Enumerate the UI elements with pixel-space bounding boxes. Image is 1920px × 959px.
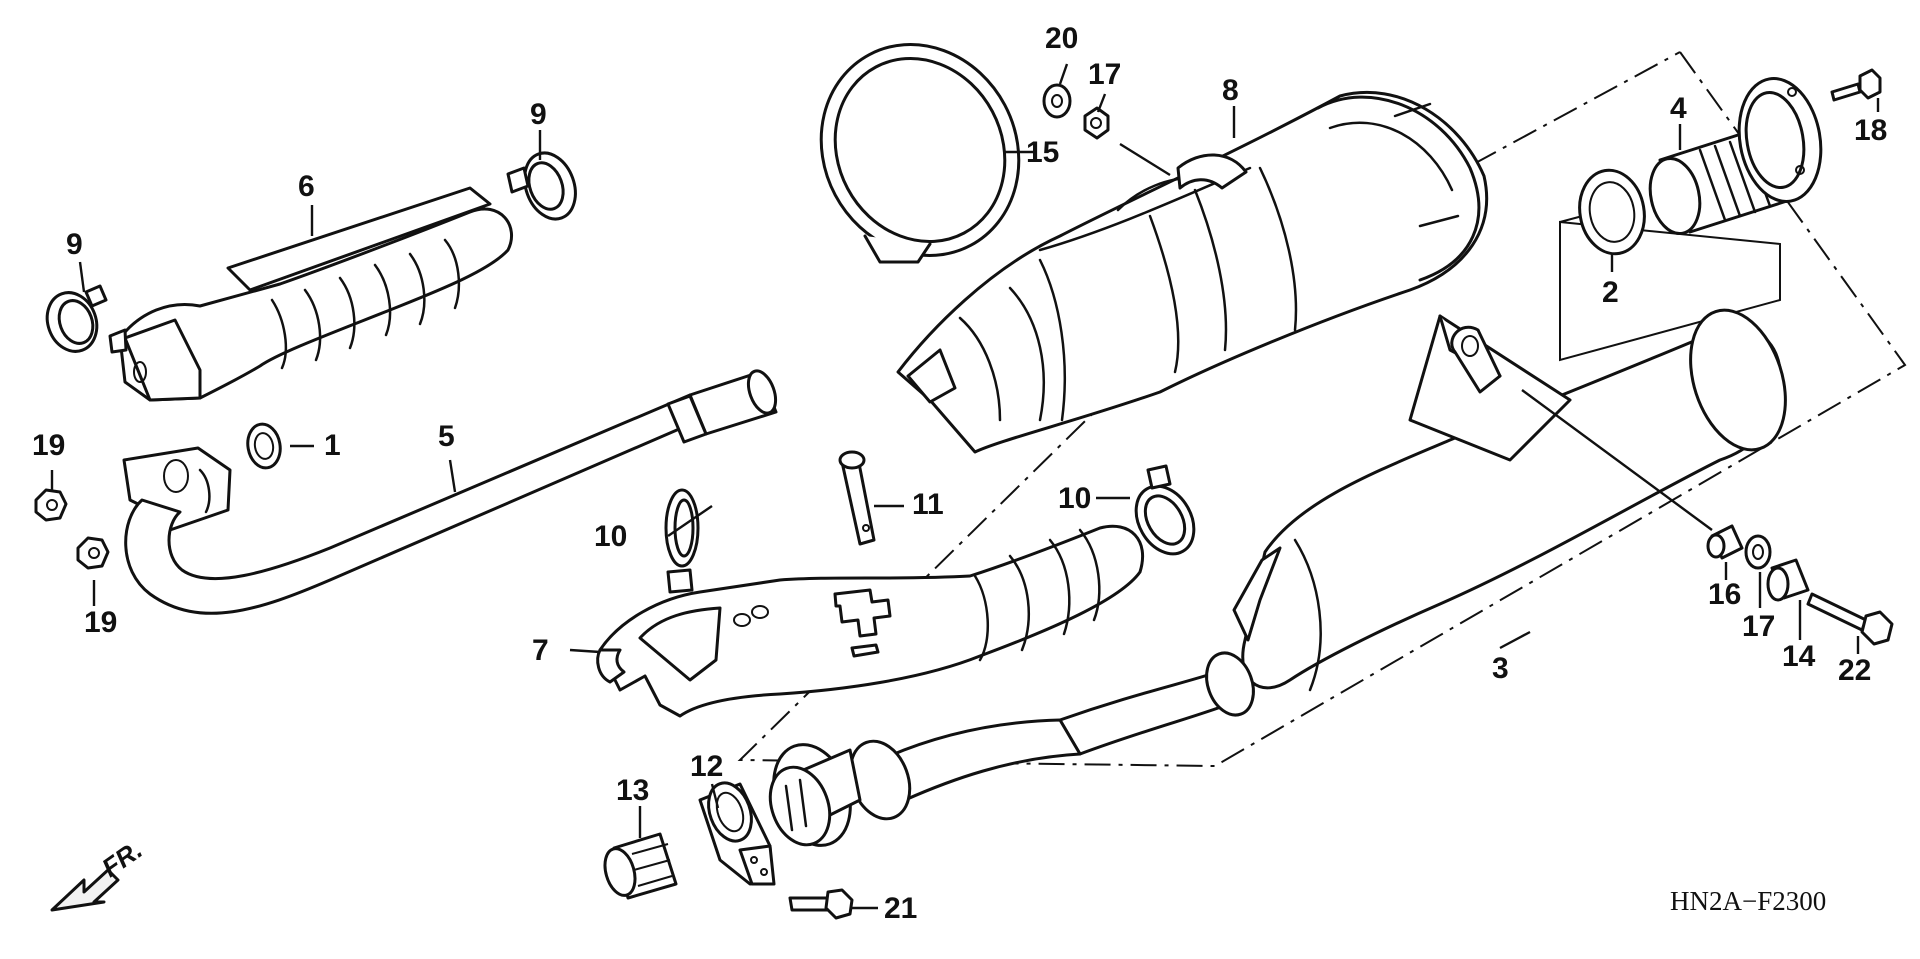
part-5-exhaust-pipe: [122, 369, 778, 615]
callout-5: 5: [438, 420, 455, 453]
part-9-clamp-right: [506, 151, 577, 221]
part-17-nut-right: [1744, 534, 1772, 570]
callout-19-top: 19: [32, 429, 65, 462]
callout-14: 14: [1782, 640, 1816, 673]
callout-2: 2: [1602, 276, 1619, 309]
callout-10-right: 10: [1058, 482, 1091, 515]
callout-8: 8: [1222, 74, 1239, 107]
part-8-muffler-cover: [896, 90, 1489, 454]
callout-17-right: 17: [1742, 610, 1775, 643]
part-18-bolt: [1830, 68, 1882, 102]
part-10-clamp-right: [1134, 464, 1196, 556]
part-9-clamp-left: [45, 284, 108, 353]
callout-17-top: 17: [1088, 58, 1121, 91]
callout-10-left: 10: [594, 520, 627, 553]
callout-22: 22: [1838, 654, 1871, 687]
callout-16: 16: [1708, 578, 1741, 611]
part-1-gasket: [246, 422, 282, 470]
part-21-bolt: [788, 888, 854, 920]
callout-12: 12: [690, 750, 723, 783]
part-14-washer: [1766, 558, 1810, 602]
callout-9-left: 9: [66, 228, 83, 261]
callout-13: 13: [616, 774, 649, 807]
callout-4: 4: [1670, 92, 1687, 125]
part-7-heat-protector: [596, 524, 1145, 718]
part-19-nut-top: [34, 488, 68, 522]
callouts: 9 9 6 1 5 19 19 20 17 15 8 4 18 2 10 11 …: [32, 22, 1887, 925]
callout-7: 7: [532, 634, 549, 667]
callout-15: 15: [1026, 136, 1059, 169]
callout-6: 6: [298, 170, 315, 203]
part-16-collar: [1706, 524, 1744, 560]
part-2-gasket: [1578, 168, 1646, 256]
callout-11: 11: [912, 488, 944, 521]
callout-20: 20: [1045, 22, 1078, 55]
part-19-nut-bottom: [76, 536, 110, 570]
leader-lines: [50, 63, 1880, 910]
diagram-reference-code: HN2A−F2300: [1670, 886, 1826, 916]
front-direction-indicator: FR.: [50, 834, 148, 912]
callout-9-right: 9: [530, 98, 547, 131]
part-10-clamp-left: [664, 488, 700, 594]
part-22-bolt: [1806, 592, 1894, 646]
part-20-washer: [1042, 83, 1072, 119]
callout-19-bottom: 19: [84, 606, 117, 639]
part-12-clamp-bracket: [698, 781, 776, 886]
part-15-band-ring: [819, 43, 1021, 264]
callout-21: 21: [884, 892, 917, 925]
part-13-plug: [603, 832, 678, 900]
callout-18: 18: [1854, 114, 1887, 147]
part-11-stay: [838, 450, 876, 546]
part-17-nut-top: [1083, 106, 1110, 140]
callout-3: 3: [1492, 652, 1509, 685]
part-3-muffler: [768, 308, 1787, 847]
part-6-pipe-protector: [108, 186, 514, 402]
part-4-spark-arrester: [1648, 77, 1823, 236]
callout-1: 1: [324, 429, 341, 462]
front-arrow-icon: [50, 868, 120, 912]
